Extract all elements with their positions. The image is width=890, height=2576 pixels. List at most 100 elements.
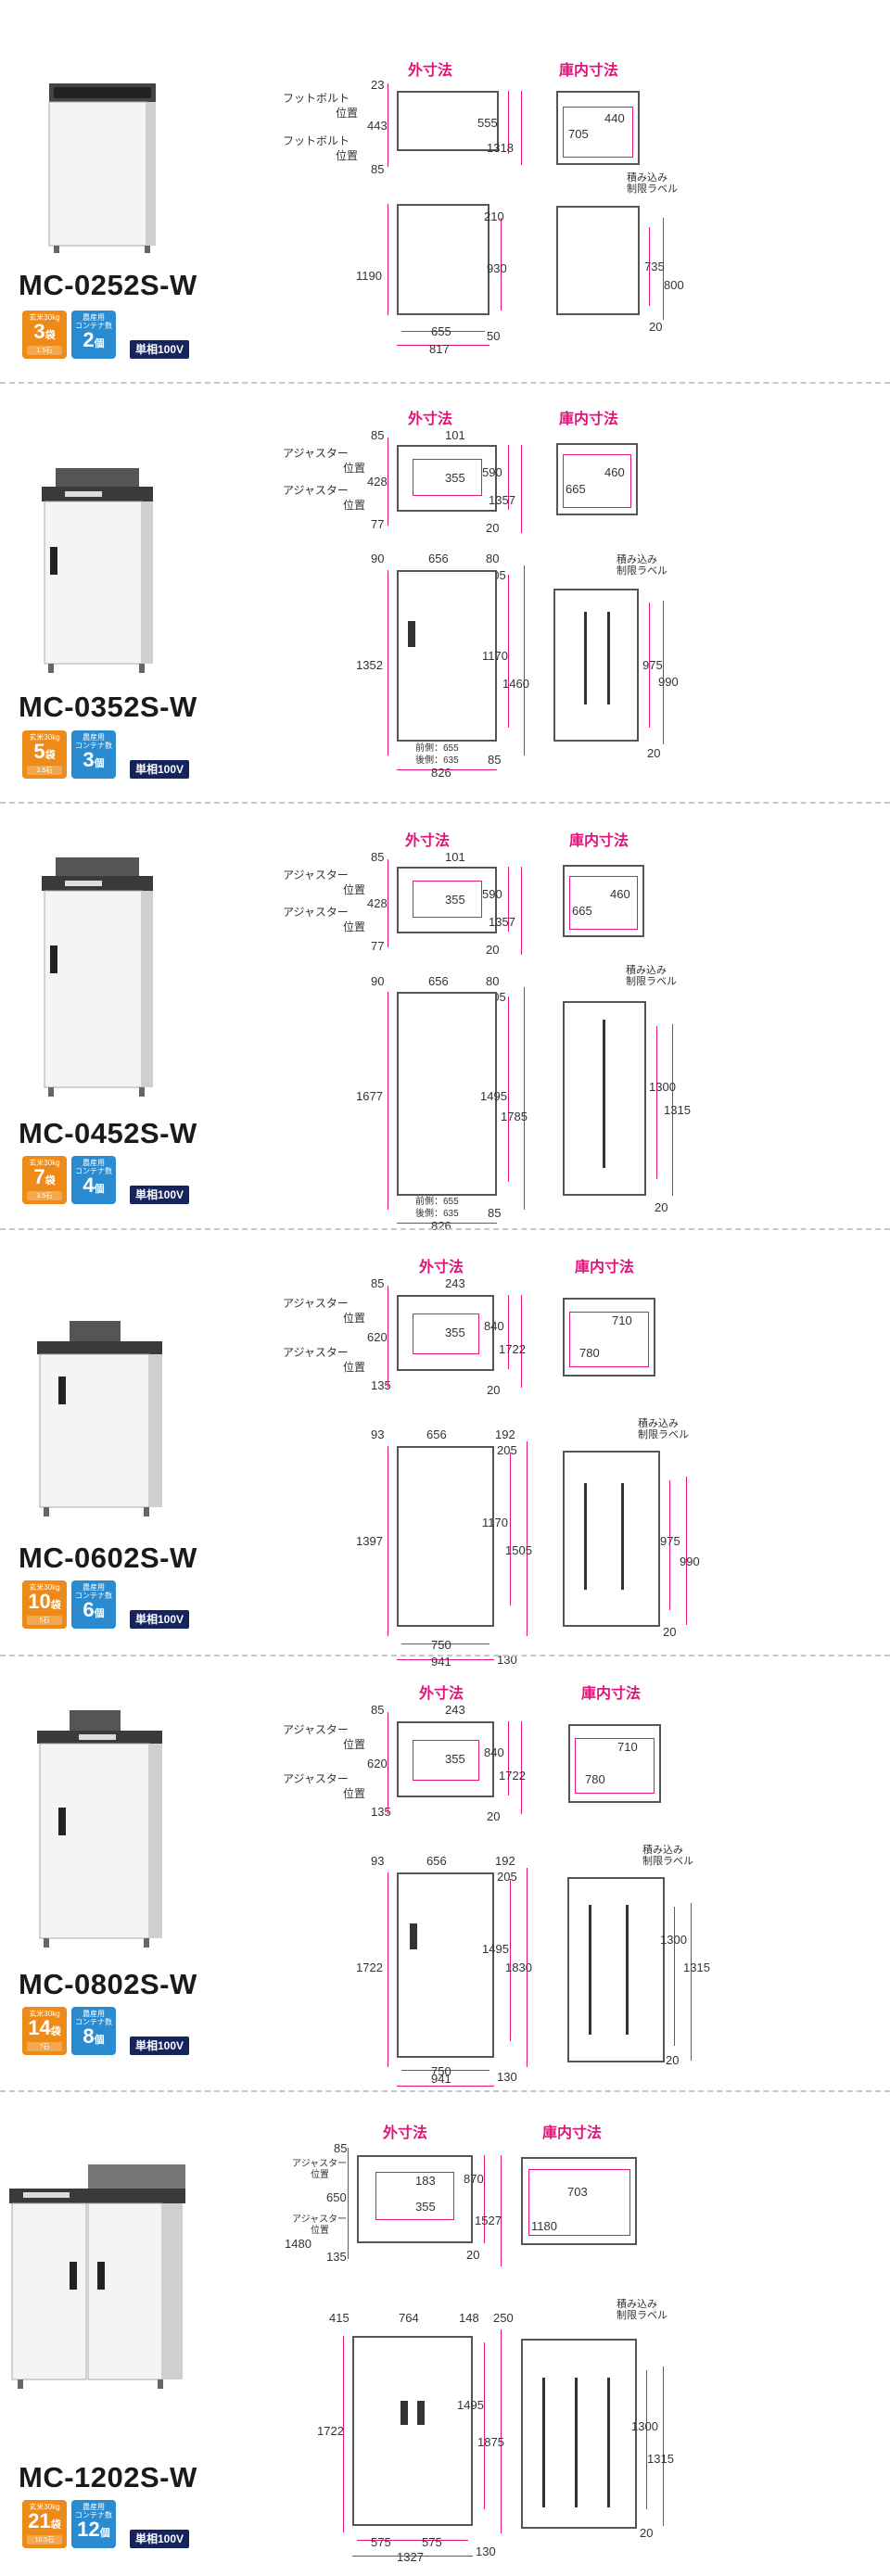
inner-area	[528, 2169, 630, 2236]
dim-value: 183	[415, 2174, 436, 2188]
capacity-label: 玄米30kg	[29, 733, 60, 742]
outer-dim-title: 外寸法	[408, 63, 453, 79]
dim-value: 764	[399, 2311, 419, 2325]
dim-line	[508, 867, 509, 932]
dim-line	[521, 1721, 522, 1814]
pos-label: 位置	[343, 1738, 366, 1751]
inner-area	[413, 459, 482, 496]
container-count: 12	[77, 2518, 100, 2541]
dim-value: 817	[429, 342, 450, 356]
bags-unit: 袋	[50, 2519, 61, 2531]
inner-area	[563, 107, 633, 158]
dim-line	[663, 218, 664, 320]
dim-value: 1505	[505, 1543, 532, 1557]
koku-value: 10.5石	[27, 2535, 62, 2544]
inner-area	[375, 2172, 454, 2220]
capacity-label: 玄米30kg	[29, 1159, 60, 1167]
stack-label-1: 積み込み	[642, 1845, 683, 1856]
dim-value: 1722	[317, 2424, 344, 2438]
dim-value: 440	[604, 111, 625, 125]
dim-line	[397, 345, 490, 346]
stack-limit-label: 積み込み制限ラベル	[642, 1845, 693, 1867]
inner-dim-title: 庫内寸法	[575, 1260, 635, 1275]
bags-unit: 袋	[44, 750, 56, 761]
dim-line	[401, 331, 485, 332]
door-handle	[607, 612, 610, 704]
dim-value: 415	[329, 2311, 350, 2325]
koku-value: 3.5石	[27, 1191, 62, 1200]
dim-value: 23	[371, 78, 385, 92]
dim-line	[656, 1026, 657, 1179]
dim-value: 20	[640, 2526, 654, 2540]
section-divider	[0, 802, 890, 804]
back-leg-label: 後側：635	[415, 1209, 459, 1219]
capacity-badge: 玄米30kg 7袋 3.5石	[22, 1156, 67, 1204]
dim-line	[649, 603, 650, 728]
dim-line	[672, 1024, 673, 1196]
container-count: 2	[83, 328, 95, 351]
pos-label: 位置	[343, 462, 366, 475]
model-name: MC-1202S-W	[19, 2461, 197, 2494]
dim-value: 135	[371, 1805, 391, 1819]
inner-front-drawing	[563, 1451, 660, 1627]
bags-unit: 袋	[44, 330, 56, 341]
stack-label-2: 制限ラベル	[627, 184, 678, 195]
stack-label-1: 積み込み	[627, 172, 668, 184]
dim-line	[669, 1480, 670, 1610]
inner-area	[413, 1313, 479, 1354]
dim-value: 250	[493, 2311, 514, 2325]
dim-value: 1875	[477, 2435, 504, 2449]
dim-value: 135	[326, 2250, 347, 2264]
dim-value: 655	[431, 324, 451, 338]
section-divider	[0, 2090, 890, 2092]
leg-label: アジャスター	[283, 1723, 349, 1736]
power-badge: 単相100V	[130, 760, 190, 779]
leg-label: アジャスター	[283, 869, 349, 882]
dim-value: 355	[445, 1752, 465, 1766]
leg-label: アジャスター	[283, 906, 349, 919]
dim-value: 1677	[356, 1089, 383, 1103]
dim-value: 77	[371, 939, 385, 953]
dim-line	[501, 2155, 502, 2266]
leg-label: アジャスター	[283, 1346, 349, 1359]
capacity-label: 玄米30kg	[29, 2010, 60, 2018]
pos-label: 位置	[343, 1361, 366, 1374]
dim-value: 1830	[505, 1961, 532, 1974]
model-section-1202: MC-1202S-W 玄米30kg 21袋 10.5石 農産用コンテナ数 12個…	[0, 2100, 890, 2576]
model-name: MC-0452S-W	[19, 1117, 197, 1149]
dim-value: 1170	[482, 1516, 508, 1529]
container-label-2: コンテナ数	[75, 742, 112, 750]
inner-top-drawing	[563, 865, 644, 937]
dim-value: 941	[431, 1655, 451, 1669]
dim-value: 620	[367, 1330, 388, 1344]
model-name: MC-0802S-W	[19, 1968, 197, 2000]
inner-area	[563, 454, 631, 508]
dim-value: 93	[371, 1854, 385, 1868]
koku-value: 1.5石	[27, 346, 62, 355]
leg-label: フットボルト	[283, 134, 350, 147]
door-handle	[589, 1905, 591, 2035]
dim-value: 20	[487, 1383, 501, 1397]
dim-value: 780	[585, 1772, 605, 1786]
container-badge: 農産用コンテナ数 8個	[71, 2007, 116, 2055]
product-photo	[5, 2160, 190, 2392]
dim-value: 1318	[487, 141, 514, 155]
dim-value: 840	[484, 1745, 504, 1759]
front-view-drawing	[397, 204, 490, 315]
bags-count: 10	[28, 1590, 51, 1613]
dim-line	[521, 91, 522, 165]
capacity-badge: 玄米30kg 21袋 10.5石	[22, 2500, 67, 2548]
stack-limit-label: 積み込み制限ラベル	[638, 1418, 689, 1440]
outer-dim-title: 外寸法	[419, 1260, 464, 1275]
dim-value: 1722	[499, 1769, 526, 1783]
power-badge: 単相100V	[130, 2037, 190, 2055]
dim-value: 101	[445, 850, 465, 864]
dim-value: 1495	[480, 1089, 507, 1103]
dim-value: 205	[497, 1870, 517, 1884]
dim-value: 750	[431, 1638, 451, 1652]
dim-value: 85	[488, 1206, 502, 1220]
container-label-1: 農産用	[83, 2503, 105, 2511]
dim-value: 20	[487, 1809, 501, 1823]
outer-dim-title: 外寸法	[383, 2126, 428, 2141]
section-divider	[0, 1655, 890, 1656]
